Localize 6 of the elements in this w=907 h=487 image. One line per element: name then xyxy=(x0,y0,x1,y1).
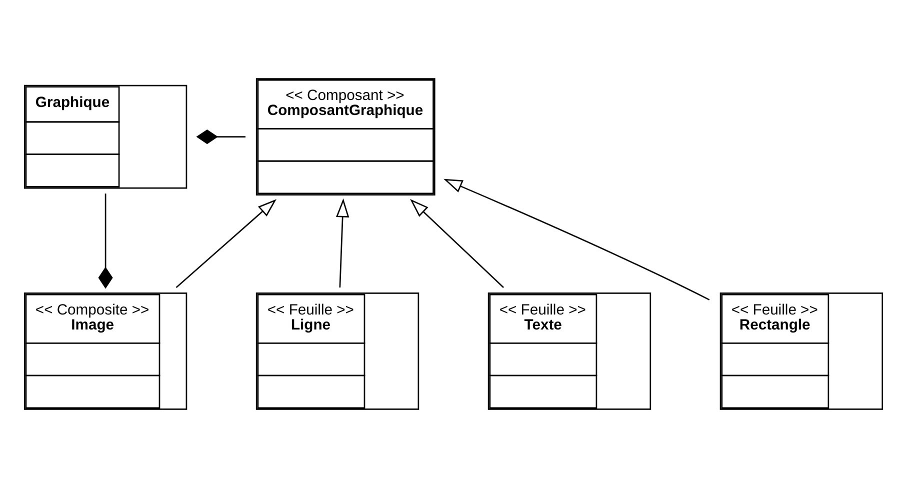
connector xyxy=(98,193,113,288)
arrow xyxy=(176,198,276,288)
arrow xyxy=(336,198,350,287)
connector xyxy=(196,129,246,144)
arrow xyxy=(410,198,504,288)
arrow xyxy=(444,178,710,300)
